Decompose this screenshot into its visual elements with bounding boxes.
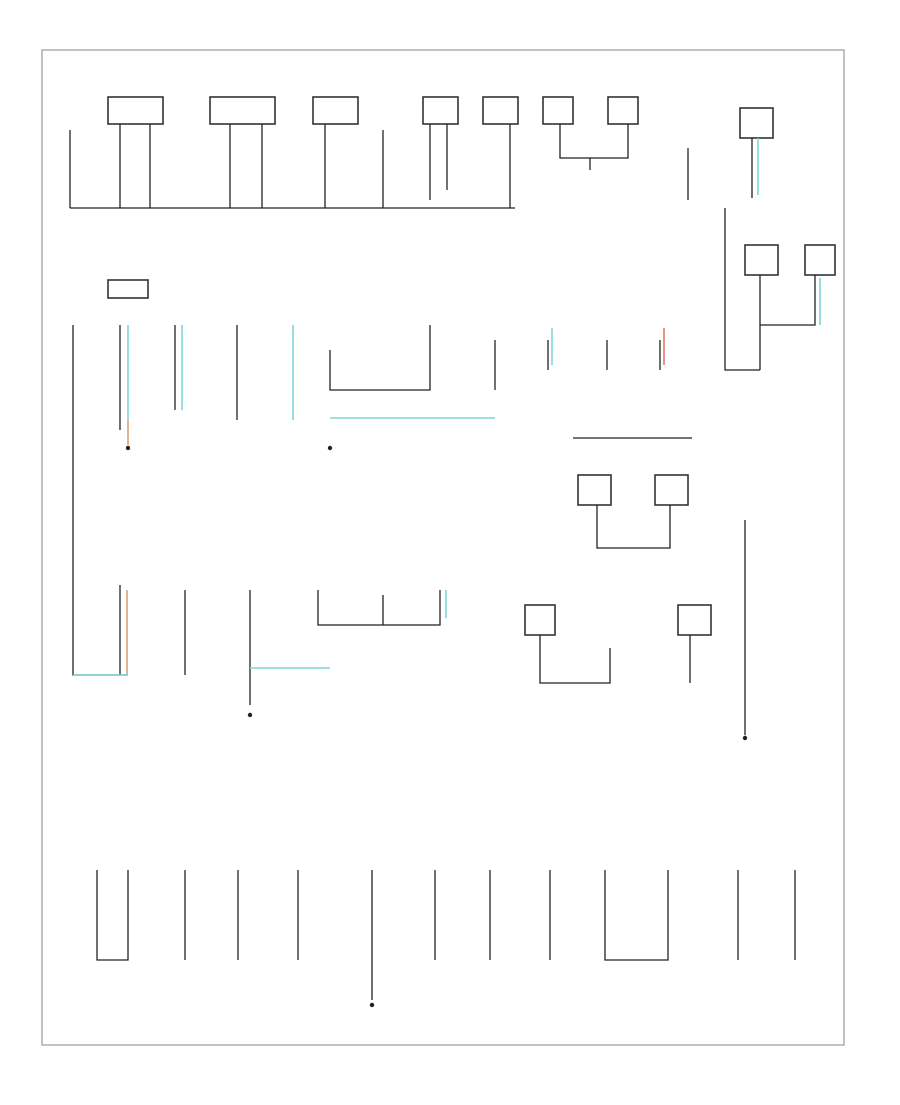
ground-icon bbox=[327, 445, 333, 451]
wire-t2 bbox=[119, 124, 151, 208]
wire-r2-right-b bbox=[759, 275, 816, 370]
wire-r3-lower-pair bbox=[539, 635, 611, 684]
component-box bbox=[107, 96, 164, 125]
wire-r2-right bbox=[724, 208, 760, 371]
wire-r3d bbox=[317, 590, 441, 626]
ground-icon bbox=[125, 445, 131, 451]
ground-points bbox=[125, 445, 748, 1008]
wire-r3-pair bbox=[596, 505, 671, 549]
component-box bbox=[482, 96, 519, 125]
wire-t3 bbox=[229, 124, 263, 208]
ground-icon bbox=[369, 1002, 375, 1008]
top-section bbox=[69, 96, 774, 209]
row3-section bbox=[73, 437, 746, 735]
wire-b1 bbox=[96, 870, 129, 961]
component-box bbox=[107, 279, 149, 299]
component-box bbox=[744, 244, 779, 276]
wire-r2e bbox=[329, 325, 431, 391]
wire-b9 bbox=[604, 870, 669, 961]
component-box bbox=[422, 96, 459, 125]
component-box bbox=[209, 96, 276, 125]
component-box bbox=[654, 474, 689, 506]
component-box bbox=[542, 96, 574, 125]
component-box bbox=[607, 96, 639, 125]
component-box bbox=[677, 604, 712, 636]
component-box bbox=[739, 107, 774, 139]
wire-t8 bbox=[559, 124, 629, 170]
component-box bbox=[312, 96, 359, 125]
ground-icon bbox=[742, 735, 748, 741]
wire-t6 bbox=[429, 124, 448, 200]
bottom-section bbox=[96, 870, 796, 1000]
row2-section bbox=[72, 208, 836, 676]
ground-icon bbox=[247, 712, 253, 718]
component-box bbox=[577, 474, 612, 506]
component-box bbox=[804, 244, 836, 276]
diagram-frame bbox=[41, 49, 845, 1046]
component-box bbox=[524, 604, 556, 636]
